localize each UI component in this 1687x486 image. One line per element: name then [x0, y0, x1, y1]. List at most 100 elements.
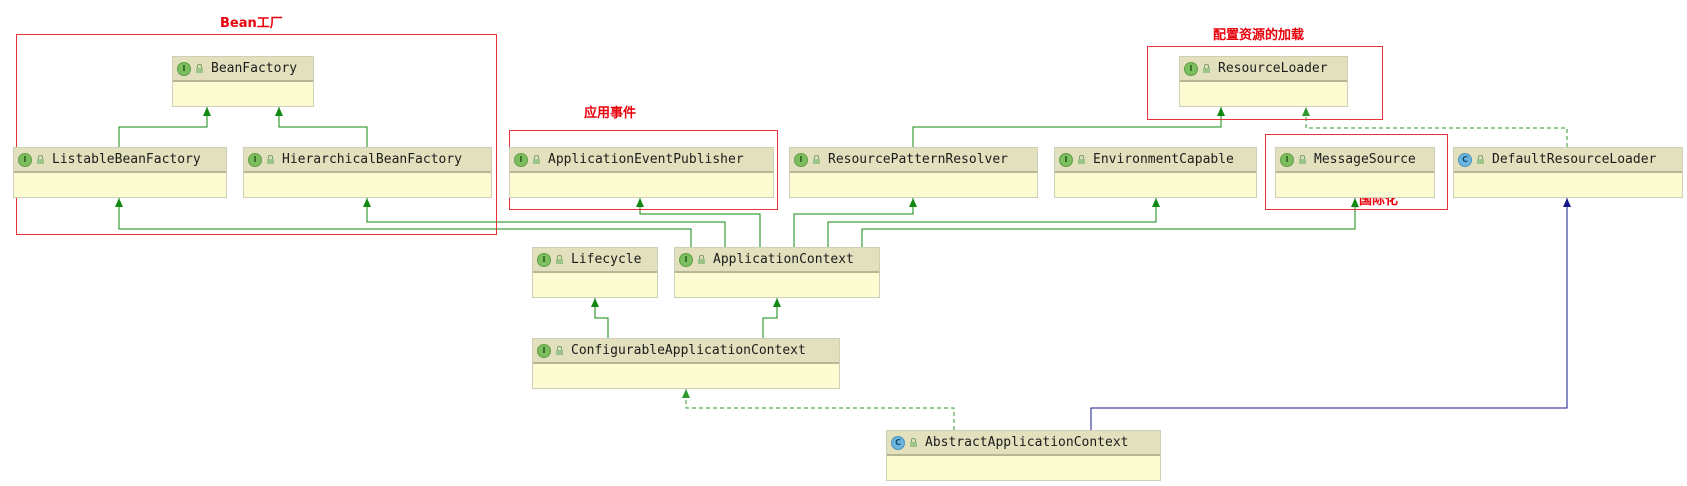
node-configurable-application-context[interactable]: I ConfigurableApplicationContext: [532, 338, 840, 389]
lock-icon: [812, 154, 820, 165]
node-header: I HierarchicalBeanFactory: [244, 148, 491, 173]
node-message-source[interactable]: I MessageSource: [1275, 147, 1435, 198]
arrowhead-icon: [773, 298, 781, 307]
edge-extends-interface: [762, 298, 781, 338]
node-resource-loader[interactable]: I ResourceLoader: [1179, 56, 1348, 107]
node-default-resource-loader[interactable]: C DefaultResourceLoader: [1453, 147, 1683, 198]
node-header: I ApplicationContext: [675, 248, 879, 273]
arrowhead-icon: [1302, 107, 1310, 116]
lock-icon: [555, 345, 563, 356]
edge-extends-interface: [861, 198, 1359, 247]
lock-icon: [266, 154, 274, 165]
lock-icon: [1298, 154, 1306, 165]
interface-badge-icon: I: [177, 61, 191, 76]
interface-badge-icon: I: [18, 152, 32, 167]
arrowhead-icon: [203, 107, 211, 116]
node-name: AbstractApplicationContext: [925, 435, 1129, 450]
class-badge-icon: C: [1458, 152, 1472, 167]
node-listable-bean-factory[interactable]: I ListableBeanFactory: [13, 147, 227, 198]
node-application-context[interactable]: I ApplicationContext: [674, 247, 880, 298]
node-header: I Lifecycle: [533, 248, 657, 273]
lock-icon: [697, 254, 705, 265]
node-name: Lifecycle: [571, 252, 642, 267]
arrowhead-icon: [115, 198, 123, 207]
node-hierarchical-bean-factory[interactable]: I HierarchicalBeanFactory: [243, 147, 492, 198]
node-name: ApplicationContext: [713, 252, 854, 267]
interface-badge-icon: I: [537, 343, 551, 358]
region-event-label: 应用事件: [584, 106, 637, 121]
node-name: MessageSource: [1314, 152, 1416, 167]
region-resource-label: 配置资源的加载: [1213, 28, 1305, 43]
interface-badge-icon: I: [1184, 61, 1198, 76]
node-abstract-application-context[interactable]: C AbstractApplicationContext: [886, 430, 1161, 481]
interface-badge-icon: I: [248, 152, 262, 167]
interface-badge-icon: I: [679, 252, 693, 267]
edge-extends-interface: [636, 198, 761, 247]
region-bean-label: Bean工厂: [220, 16, 283, 31]
node-header: I ResourceLoader: [1180, 57, 1347, 82]
arrowhead-icon: [1152, 198, 1160, 207]
edge-extends-interface: [115, 198, 692, 247]
node-header: I ApplicationEventPublisher: [510, 148, 773, 173]
node-name: ResourcePatternResolver: [828, 152, 1009, 167]
arrowhead-icon: [909, 198, 917, 207]
class-badge-icon: C: [891, 435, 905, 450]
interface-badge-icon: I: [514, 152, 528, 167]
node-resource-pattern-resolver[interactable]: I ResourcePatternResolver: [789, 147, 1038, 198]
edge-extends-interface: [275, 107, 368, 147]
lock-icon: [36, 154, 44, 165]
node-name: ListableBeanFactory: [52, 152, 201, 167]
arrowhead-icon: [1351, 198, 1359, 207]
node-header: I BeanFactory: [173, 57, 313, 82]
lock-icon: [909, 437, 917, 448]
node-header: I MessageSource: [1276, 148, 1434, 173]
arrowhead-icon: [363, 198, 371, 207]
edge-extends-interface: [793, 198, 917, 247]
node-name: ApplicationEventPublisher: [548, 152, 744, 167]
node-name: ResourceLoader: [1218, 61, 1328, 76]
edge-implements: [682, 389, 955, 430]
interface-badge-icon: I: [794, 152, 808, 167]
arrowhead-icon: [1217, 107, 1225, 116]
node-name: BeanFactory: [211, 61, 298, 76]
node-header: I ResourcePatternResolver: [790, 148, 1037, 173]
region-resource-frame: [1147, 46, 1383, 120]
node-application-event-publisher[interactable]: I ApplicationEventPublisher: [509, 147, 774, 198]
region-bean-frame: [16, 34, 497, 235]
interface-badge-icon: I: [537, 252, 551, 267]
edge-implements: [1302, 107, 1568, 147]
interface-badge-icon: I: [1280, 152, 1294, 167]
arrowhead-icon: [591, 298, 599, 307]
node-header: I ListableBeanFactory: [14, 148, 226, 173]
node-name: EnvironmentCapable: [1093, 152, 1234, 167]
node-lifecycle[interactable]: I Lifecycle: [532, 247, 658, 298]
edge-extends-interface: [591, 298, 609, 338]
lock-icon: [1202, 63, 1210, 74]
node-header: C AbstractApplicationContext: [887, 431, 1160, 456]
edge-extends-interface: [118, 107, 211, 147]
edge-extends-class: [1090, 198, 1571, 430]
node-header: I ConfigurableApplicationContext: [533, 339, 839, 364]
lock-icon: [1077, 154, 1085, 165]
node-bean-factory[interactable]: I BeanFactory: [172, 56, 314, 107]
lock-icon: [555, 254, 563, 265]
edge-extends-interface: [363, 198, 726, 247]
arrowhead-icon: [1563, 198, 1571, 207]
node-name: HierarchicalBeanFactory: [282, 152, 463, 167]
node-header: C DefaultResourceLoader: [1454, 148, 1682, 173]
node-name: ConfigurableApplicationContext: [571, 343, 806, 358]
arrowhead-icon: [682, 389, 690, 398]
edge-extends-interface: [912, 107, 1225, 147]
node-name: DefaultResourceLoader: [1492, 152, 1657, 167]
lock-icon: [1476, 154, 1484, 165]
lock-icon: [195, 63, 203, 74]
lock-icon: [532, 154, 540, 165]
region-i18n-frame: [1265, 134, 1448, 210]
edge-extends-interface: [827, 198, 1160, 247]
arrowhead-icon: [636, 198, 644, 207]
arrowhead-icon: [275, 107, 283, 116]
